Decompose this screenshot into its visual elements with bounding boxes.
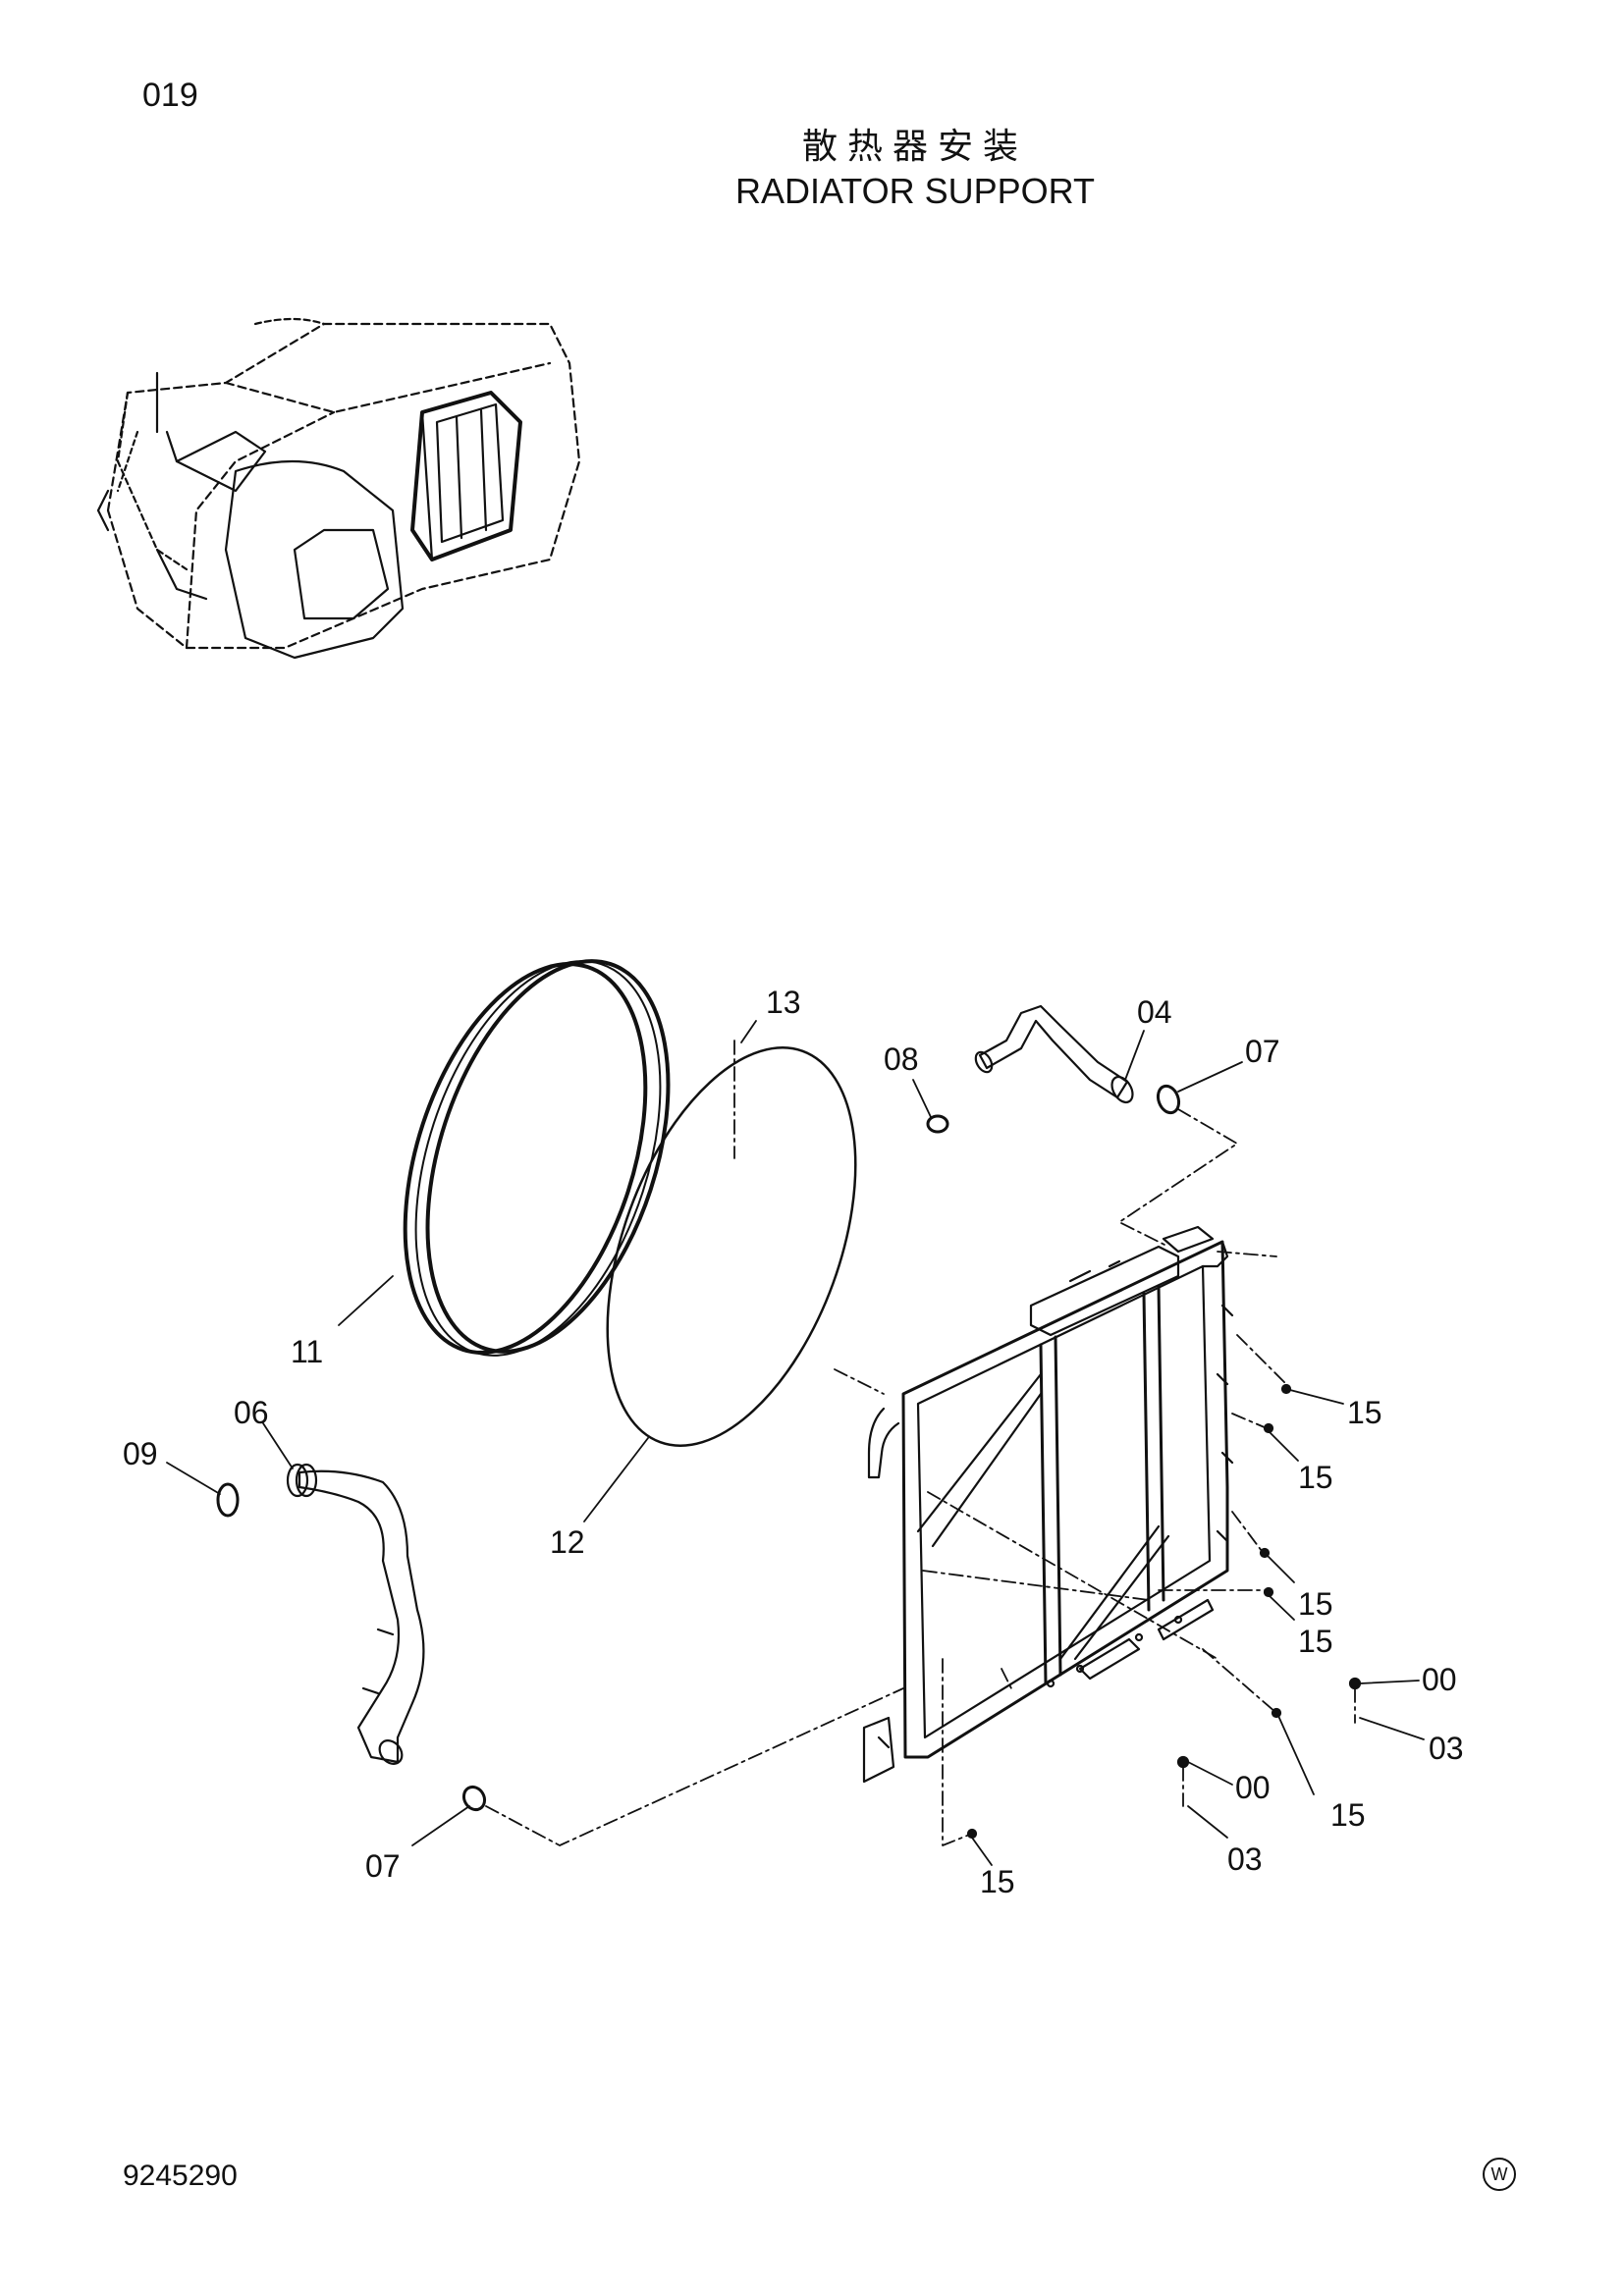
- callout-03-b: 03: [1227, 1842, 1263, 1877]
- page-code: 019: [142, 77, 198, 114]
- clamp-07-lower: [461, 1785, 487, 1812]
- clamp-07-upper: [1156, 1084, 1181, 1115]
- gasket-12: [606, 1046, 857, 1447]
- callout-06: 06: [234, 1395, 269, 1430]
- callout-15-c: 15: [1298, 1586, 1333, 1622]
- callout-03-a: 03: [1429, 1731, 1464, 1766]
- callout-15-f: 15: [980, 1864, 1015, 1899]
- upper-hose-04: [974, 1004, 1134, 1104]
- callout-00-a: 00: [1422, 1662, 1457, 1697]
- callout-labels: 13 04 08 07 11 06 09 12 15 15 15 15 00 0…: [123, 985, 1464, 1899]
- callout-00-b: 00: [1235, 1770, 1271, 1805]
- callout-12: 12: [550, 1524, 585, 1560]
- callout-04: 04: [1137, 994, 1172, 1030]
- clamp-08: [926, 1114, 949, 1134]
- seal-ring-11: [403, 959, 671, 1357]
- publisher-mark: W: [1483, 2158, 1516, 2191]
- callout-07-upper: 07: [1245, 1034, 1280, 1069]
- callout-15-a: 15: [1347, 1395, 1382, 1430]
- title-english: RADIATOR SUPPORT: [734, 171, 1096, 211]
- assembly-lines: [485, 1040, 1356, 1846]
- callout-09: 09: [123, 1436, 158, 1471]
- document-number: 9245290: [123, 2160, 238, 2192]
- callout-leaders: [166, 1020, 1425, 1866]
- machine-overview: [96, 317, 581, 660]
- callout-07-lower: 07: [365, 1848, 401, 1884]
- clamp-09: [216, 1482, 240, 1518]
- callout-15-b: 15: [1298, 1460, 1333, 1495]
- title-chinese: 散热器安装: [801, 127, 1028, 167]
- callout-15-e: 15: [1330, 1797, 1366, 1833]
- lower-hose-06: [286, 1463, 425, 1765]
- callout-13: 13: [766, 985, 801, 1020]
- callout-15-d: 15: [1298, 1624, 1333, 1659]
- callout-08: 08: [884, 1041, 919, 1077]
- radiator-frame: [862, 1225, 1234, 1784]
- callout-11: 11: [291, 1334, 323, 1369]
